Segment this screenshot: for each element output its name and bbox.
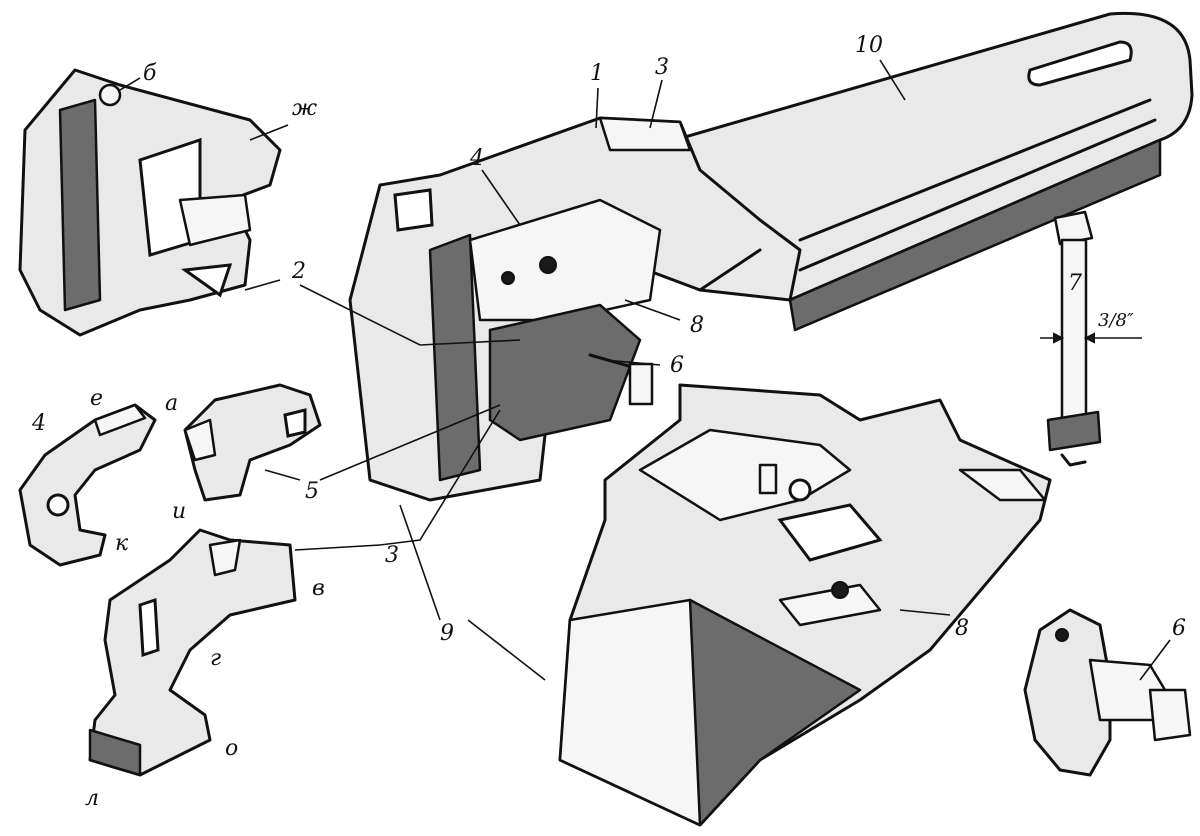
label-g: г — [210, 646, 221, 671]
label-a: а — [165, 391, 178, 416]
dimension-label: 3/8″ — [1098, 310, 1134, 331]
label-2: 2 — [291, 259, 306, 284]
label-1: 1 — [590, 61, 604, 86]
label-5: 5 — [305, 479, 319, 504]
coupler-body-part-1 — [348, 116, 802, 502]
label-3-top: 3 — [655, 55, 669, 80]
label-v: в — [312, 576, 325, 601]
label-7: 7 — [1068, 271, 1082, 296]
label-i: и — [172, 499, 186, 524]
lock-part-3 — [88, 528, 297, 777]
label-4-top: 4 — [469, 146, 484, 171]
label-6-mid: 6 — [670, 353, 684, 378]
label-9: 9 — [440, 621, 454, 646]
label-8-mid: 8 — [690, 313, 704, 338]
thrower-part-4 — [18, 403, 157, 567]
leader-lines — [119, 59, 1171, 681]
label-10: 10 — [855, 33, 883, 58]
lifter-part-6 — [1023, 608, 1192, 777]
label-4-left: 4 — [31, 411, 46, 436]
lock-lift-part-5 — [183, 383, 322, 502]
label-3-mid: 3 — [385, 543, 399, 568]
label-8-right: 8 — [955, 616, 969, 641]
label-o: о — [225, 736, 238, 761]
head-casting-part-9 — [558, 383, 1052, 827]
label-l: л — [85, 786, 99, 811]
label-b: б — [143, 61, 157, 86]
label-6-right: 6 — [1172, 616, 1186, 641]
knuckle-assembly — [18, 68, 282, 337]
label-zh: ж — [292, 96, 317, 121]
bolt-part-7 — [1040, 210, 1142, 467]
label-k: к — [115, 531, 129, 556]
part-labels: 1 3 4 10 2 8 6 5 3 9 8 7 6 б ж 4 е к а и… — [31, 33, 1186, 811]
shank-part-10 — [638, 11, 1194, 332]
label-e: е — [90, 386, 103, 411]
